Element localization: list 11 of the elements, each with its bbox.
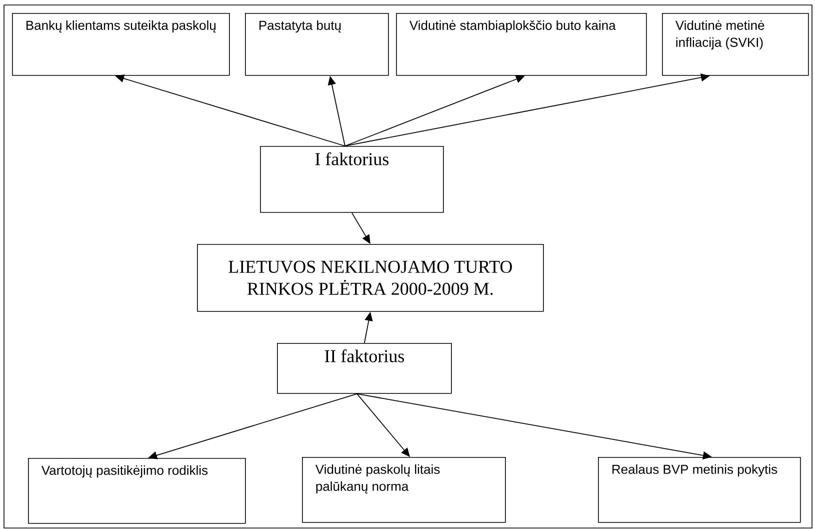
- text-box: Vidutinė stambiaplokščio buto kaina: [396, 13, 647, 76]
- text-box: Bankų klientams suteikta paskolų: [12, 13, 230, 76]
- text-box: Vartotojų pasitikėjimo rodiklis: [28, 458, 246, 524]
- text-box: Realaus BVP metinis pokytis: [598, 457, 801, 523]
- text-box: Vidutinė paskolų litais palūkanų norma: [302, 457, 506, 523]
- text-box: Pastatyta butų: [245, 13, 389, 76]
- factor-box: I faktorius: [260, 146, 444, 213]
- title-box: LIETUVOS NEKILNOJAMO TURTO RINKOS PLĖTRA 2000-2009 M.: [197, 244, 544, 312]
- factor-box: II faktorius: [277, 343, 452, 394]
- arrow: [356, 393, 410, 457]
- text-box: Vidutinė metinė infliacija (SVKI): [662, 13, 809, 76]
